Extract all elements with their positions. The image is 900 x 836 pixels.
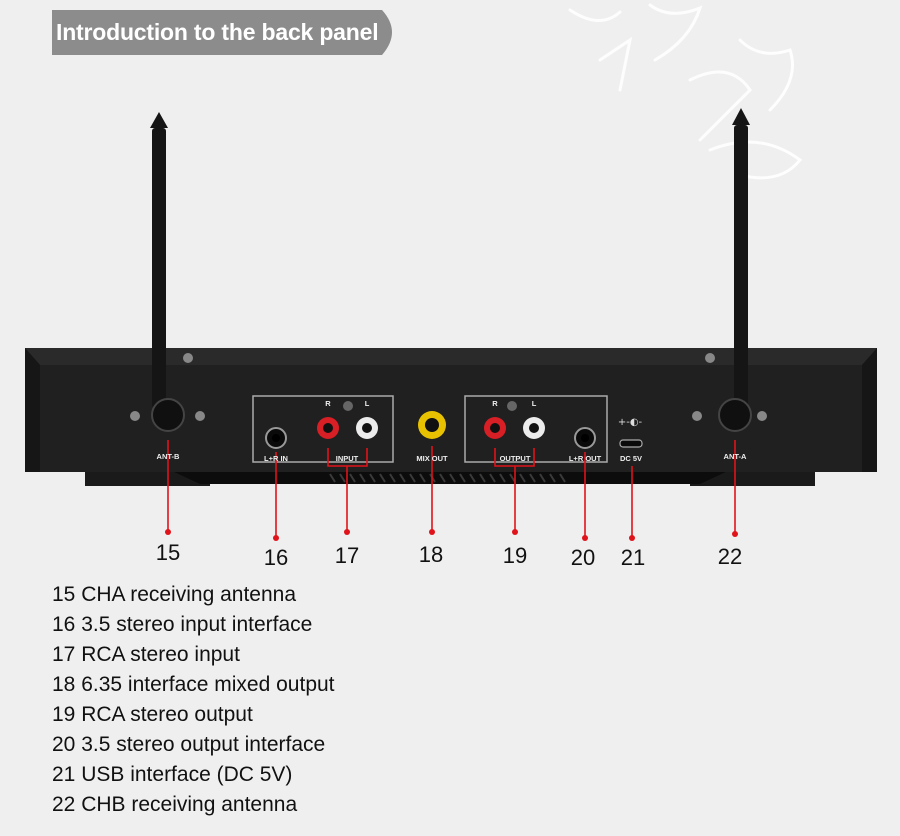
callout-20: 20 (570, 545, 596, 570)
label-ant-b: ANT-B (156, 452, 180, 461)
label-input-r: R (325, 399, 331, 408)
banner-shape (52, 10, 392, 55)
callout-15: 15 (155, 540, 181, 565)
label-lr-out: L+R OUT (568, 454, 602, 463)
legend-item: 22 CHB receiving antenna (52, 793, 298, 816)
label-output-r: R (492, 399, 498, 408)
callout-22: 22 (717, 544, 743, 569)
section-banner: Introduction to the back panel (52, 10, 402, 55)
banner-title: Introduction to the back panel (56, 19, 379, 45)
label-lr-in: L+R IN (264, 454, 288, 463)
label-ant-a: ANT-A (723, 452, 747, 461)
svg-text:+-◐-: +-◐- (618, 417, 643, 428)
label-output: OUTPUT (499, 454, 531, 463)
legend-item: 18 6.35 interface mixed output (52, 673, 335, 696)
legend-item: 16 3.5 stereo input interface (52, 613, 313, 636)
legend-list: 15 CHA receiving antenna 16 3.5 stereo i… (52, 580, 335, 820)
label-output-l: L (531, 399, 537, 408)
legend-item: 19 RCA stereo output (52, 703, 253, 726)
label-input: INPUT (335, 454, 359, 463)
callout-18: 18 (418, 542, 444, 567)
callout-17: 17 (334, 543, 360, 568)
legend-item: 21 USB interface (DC 5V) (52, 763, 293, 786)
legend-item: 20 3.5 stereo output interface (52, 733, 326, 756)
label-input-l: L (364, 399, 370, 408)
callout-21: 21 (620, 545, 646, 570)
callout-19: 19 (502, 543, 528, 568)
callout-16: 16 (263, 545, 289, 570)
label-mix-out: MIX OUT (416, 454, 448, 463)
label-dc-5v: DC 5V (619, 454, 643, 463)
device-back-panel: +-◐- (25, 108, 877, 541)
legend-item: 15 CHA receiving antenna (52, 583, 296, 606)
legend-item: 17 RCA stereo input (52, 643, 240, 666)
